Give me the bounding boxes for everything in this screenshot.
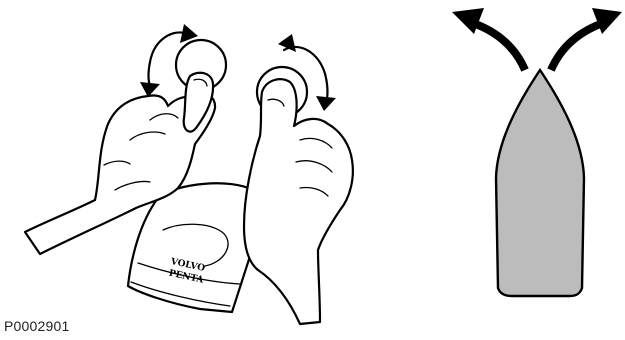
starboard-turn-arrow (551, 8, 622, 70)
right-hand (244, 79, 353, 324)
figure-id-label: P0002901 (4, 318, 69, 334)
left-knob (176, 40, 226, 132)
boat-hull (496, 70, 584, 296)
port-turn-arrow (452, 8, 525, 70)
